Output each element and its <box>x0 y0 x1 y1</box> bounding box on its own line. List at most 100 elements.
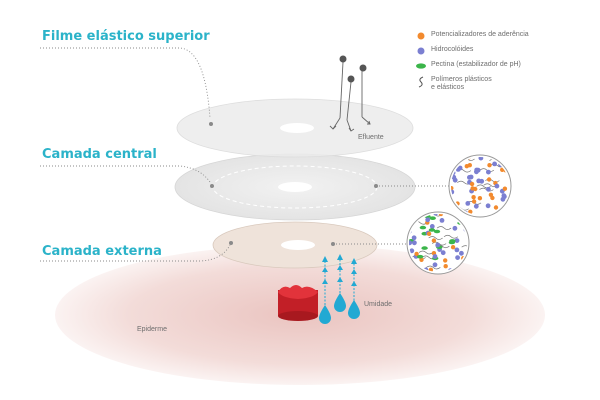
stoma-icon <box>278 285 318 321</box>
orange-dot-icon <box>417 32 425 40</box>
hydrocolloid-particle <box>432 254 438 259</box>
legend-item-hydrocolloids: Hidrocolóides <box>416 44 600 58</box>
hydrocolloid-particle <box>409 248 415 254</box>
adhesion-particle <box>471 199 477 204</box>
adhesion-particle <box>467 163 472 168</box>
hydrocolloid-particle <box>478 157 484 161</box>
hydrocolloid-particle <box>411 214 417 216</box>
pectin-particle <box>419 225 427 230</box>
adhesion-particle <box>477 196 483 201</box>
leader-line-middle <box>40 165 211 183</box>
legend-label: Polímeros plásticos e elásticos <box>431 76 492 92</box>
moisture-drop-icon <box>334 293 346 312</box>
hydrocolloid-particle <box>494 183 500 189</box>
legend-label-line: Polímeros plásticos <box>431 76 492 83</box>
hydrocolloid-particle <box>457 165 463 171</box>
adhesion-particle <box>471 195 476 200</box>
adhesion-particle <box>409 218 413 223</box>
polymer-fiber <box>428 236 443 240</box>
outer-layer-zoom <box>406 211 470 275</box>
adhesion-particle <box>443 264 448 269</box>
effluent-particle <box>347 75 355 83</box>
adhesion-particle <box>470 186 475 191</box>
polymer-fiber <box>418 250 434 255</box>
legend-item-pectin: Pectina (estabilizador de pH) <box>416 59 600 73</box>
adhesion-particle <box>493 205 499 210</box>
central-layer-zoom <box>448 154 512 218</box>
top-film-title: Filme elástico superior <box>42 29 210 44</box>
hydrocolloid-particle <box>454 247 460 253</box>
hydrocolloid-particle <box>451 189 455 195</box>
adhesion-particle <box>457 157 463 159</box>
adhesion-particle <box>469 181 475 187</box>
squiggle-icon <box>418 76 424 88</box>
polymer-fiber <box>507 165 509 170</box>
adhesion-particle <box>468 209 473 214</box>
adhesion-particle <box>414 251 419 257</box>
legend-label: Hidrocolóides <box>431 46 474 53</box>
hydrocolloid-particle <box>452 177 458 183</box>
effluent-particle <box>339 55 347 63</box>
hydrocolloid-particle <box>457 157 463 161</box>
effluent-label: Efluente <box>358 134 384 141</box>
hydrocolloid-particle <box>479 178 485 184</box>
effluent-particle <box>359 64 367 72</box>
hydrocolloid-particle <box>486 186 491 192</box>
hydrocolloid-particle <box>485 203 491 209</box>
legend-item-adhesion: Potencializadores de aderência <box>416 29 600 43</box>
green-pill-icon <box>416 63 426 69</box>
leader-dot <box>331 242 335 246</box>
central-layer-title: Camada central <box>42 147 157 162</box>
legend-label: Potencializadores de aderência <box>431 31 529 38</box>
hydrocolloid-particle <box>454 238 460 244</box>
epidermis-label: Epiderme <box>137 326 167 333</box>
central-layer-hole <box>278 182 312 192</box>
pectin-particle <box>421 246 428 250</box>
adhesion-particle <box>419 257 424 262</box>
hydrocolloid-particle <box>452 206 457 212</box>
hydrocolloid-particle <box>425 217 431 223</box>
hydrocolloid-particle <box>432 262 438 268</box>
hydrocolloid-particle <box>492 161 497 167</box>
adhesion-particle <box>486 177 492 182</box>
polymer-fiber <box>506 212 509 215</box>
adhesion-particle <box>426 231 432 236</box>
hydrocolloid-particle <box>462 216 467 221</box>
hydrocolloid-particle <box>411 235 417 241</box>
adhesion-particle <box>443 258 448 263</box>
pectin-particle <box>433 229 441 234</box>
hydrocolloid-particle <box>412 240 417 246</box>
leader-dot <box>209 122 213 126</box>
leader-line-bottom <box>40 244 231 262</box>
effluent-arrows <box>329 61 371 132</box>
hydrocolloid-particle <box>465 201 471 206</box>
legend: Potencializadores de aderência Hidrocoló… <box>416 29 600 97</box>
hydrocolloid-particle <box>505 206 509 212</box>
pectin-particle <box>449 239 456 243</box>
polymer-fiber <box>443 234 459 239</box>
adhesion-particle <box>487 163 492 168</box>
adhesion-particle <box>502 186 508 191</box>
hydrocolloid-particle <box>429 224 435 229</box>
hydrocolloid-particle <box>500 196 506 202</box>
polymer-fiber <box>479 168 495 172</box>
polymer-fiber <box>436 226 452 230</box>
legend-item-polymers: Polímeros plásticos e elásticos <box>416 74 600 96</box>
moisture-drop-icon <box>348 300 360 319</box>
legend-label-line: e elásticos <box>431 84 465 91</box>
adhesion-particle <box>451 186 454 191</box>
top-film-hole <box>280 123 314 133</box>
hydrocolloid-particle <box>455 255 460 260</box>
leader-dot <box>229 241 233 245</box>
leader-dot <box>374 184 378 188</box>
hydrocolloid-particle <box>435 242 441 248</box>
hydrocolloid-particle <box>473 203 479 209</box>
purple-dot-icon <box>417 47 425 55</box>
moisture-arrowheads <box>322 254 357 286</box>
outer-layer-title: Camada externa <box>42 244 162 259</box>
outer-layer-hole <box>281 240 315 250</box>
adhesion-particle <box>450 245 456 250</box>
adhesion-particle <box>490 195 495 201</box>
pectin-particle <box>416 254 424 259</box>
hydrocolloid-particle <box>439 218 445 223</box>
